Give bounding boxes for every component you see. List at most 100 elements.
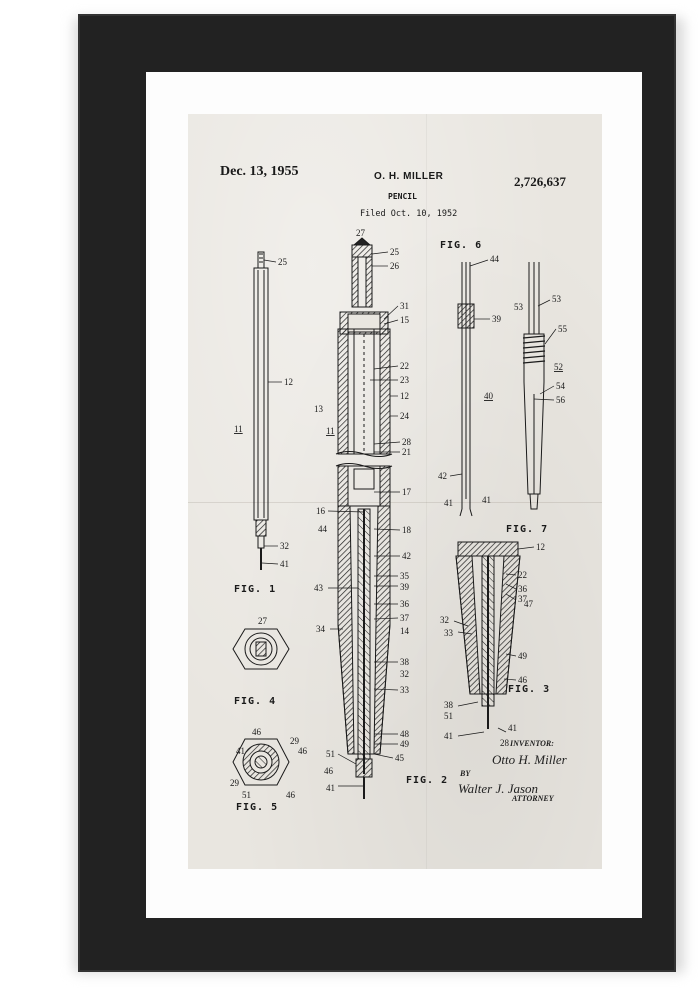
- figure-7-caption: FIG. 7: [506, 524, 548, 535]
- ref-label: 27: [258, 616, 268, 626]
- figure-2-cross-section: [335, 237, 393, 799]
- ref-label: 56: [556, 395, 566, 405]
- ref-label: 37: [400, 613, 410, 623]
- ref-label: 46: [252, 727, 262, 737]
- ref-label: 23: [400, 375, 410, 385]
- ref-label: 22: [400, 361, 409, 371]
- ref-label: 33: [444, 628, 454, 638]
- ref-label: 52: [554, 362, 563, 372]
- ref-label: 24: [400, 411, 410, 421]
- ref-label: 46: [298, 746, 308, 756]
- ref-label: 36: [400, 599, 410, 609]
- ref-label: 34: [316, 624, 326, 634]
- ref-label: 29: [290, 736, 300, 746]
- attorney-label: ATTORNEY: [512, 794, 554, 803]
- ref-label: 21: [402, 447, 411, 457]
- figure-5-section-view: [232, 738, 290, 786]
- ref-label: 28: [500, 738, 510, 748]
- ref-label: 41: [326, 783, 335, 793]
- inventor-signature: Otto H. Miller: [492, 752, 567, 767]
- ref-label: 51: [326, 749, 335, 759]
- ref-label: 47: [524, 599, 534, 609]
- figure-1-pencil: [253, 251, 269, 570]
- figure-7-sleeve: [522, 262, 546, 510]
- ref-label: 38: [444, 700, 454, 710]
- ref-label: 14: [400, 626, 410, 636]
- figure-6-jaws: [457, 262, 475, 517]
- ref-label: 42: [402, 551, 411, 561]
- figure-4-end-view: [232, 628, 290, 670]
- ref-label: 41: [508, 723, 517, 733]
- figure-4-caption: FIG. 4: [234, 696, 276, 707]
- ref-label: 27: [356, 228, 366, 238]
- patent-title: PENCIL: [388, 192, 417, 201]
- patent-number: 2,726,637: [514, 174, 566, 189]
- ref-label: 31: [400, 301, 409, 311]
- figure-5-caption: FIG. 5: [236, 802, 278, 813]
- ref-label: 22: [518, 570, 527, 580]
- ref-label: 33: [400, 685, 410, 695]
- ref-label: 37: [518, 594, 528, 604]
- ref-label: 39: [492, 314, 502, 324]
- ref-label: 49: [518, 651, 528, 661]
- ref-label: 15: [400, 315, 410, 325]
- ref-label: 17: [402, 487, 412, 497]
- ref-label: 55: [558, 324, 568, 334]
- ref-label: 38: [400, 657, 410, 667]
- patent-drawing: FIG. 1 FIG. 2 FIG. 3 FIG. 4 FIG. 5 FIG. …: [230, 228, 568, 813]
- ref-label: 46: [324, 766, 334, 776]
- ref-label: 49: [400, 739, 410, 749]
- ref-label: 53: [552, 294, 562, 304]
- inventor-label: INVENTOR:: [510, 739, 554, 748]
- ref-label: 41: [482, 495, 491, 505]
- ref-label: 41: [236, 746, 245, 756]
- ref-label: 41: [280, 559, 289, 569]
- ref-label: 18: [402, 525, 412, 535]
- ref-label: 26: [390, 261, 400, 271]
- ref-label: 44: [318, 524, 328, 534]
- ref-label: 11: [234, 424, 243, 434]
- patent-sheet: Dec. 13, 1955 O. H. MILLER PENCIL Filed …: [188, 114, 602, 869]
- ref-label: 12: [284, 377, 293, 387]
- ref-label: 35: [400, 571, 410, 581]
- ref-label: 12: [536, 542, 545, 552]
- patent-inventor: O. H. MILLER: [374, 171, 444, 182]
- ref-label: 45: [395, 753, 405, 763]
- figure-6-caption: FIG. 6: [440, 240, 482, 251]
- ref-label: 42: [438, 471, 447, 481]
- ref-label: 53: [514, 302, 524, 312]
- paper-fold-horizontal: [188, 502, 602, 503]
- ref-label: 11: [326, 426, 335, 436]
- figure-3-tip-detail: [455, 541, 521, 729]
- patent-date: Dec. 13, 1955: [220, 164, 299, 179]
- ref-label: 41: [444, 498, 453, 508]
- ref-label: 28: [402, 437, 412, 447]
- ref-label: 29: [230, 778, 240, 788]
- ref-label: 32: [440, 615, 449, 625]
- paper-fold-vertical: [426, 114, 427, 869]
- ref-label: 48: [400, 729, 410, 739]
- ref-label: 13: [314, 404, 324, 414]
- ref-label: 40: [484, 391, 494, 401]
- ref-label: 46: [518, 675, 528, 685]
- attorney-signature: Walter J. Jason: [458, 781, 539, 796]
- ref-label: 43: [314, 583, 324, 593]
- ref-label: 32: [400, 669, 409, 679]
- ref-label: 44: [490, 254, 500, 264]
- ref-label: 36: [518, 584, 528, 594]
- ref-label: 51: [444, 711, 453, 721]
- ref-label: 16: [316, 506, 326, 516]
- ref-label: 25: [390, 247, 400, 257]
- by-label: BY: [460, 769, 471, 778]
- ref-label: 54: [556, 381, 566, 391]
- ref-label: 51: [242, 790, 251, 800]
- ref-label: 46: [286, 790, 296, 800]
- ref-label: 12: [400, 391, 409, 401]
- ref-label: 25: [278, 257, 288, 267]
- ref-label: 41: [444, 731, 453, 741]
- figure-2-caption: FIG. 2: [406, 775, 448, 786]
- ref-label: 39: [400, 582, 410, 592]
- ref-label: 32: [280, 541, 289, 551]
- patent-filed-date: Filed Oct. 10, 1952: [360, 209, 458, 219]
- figure-3-caption: FIG. 3: [508, 684, 550, 695]
